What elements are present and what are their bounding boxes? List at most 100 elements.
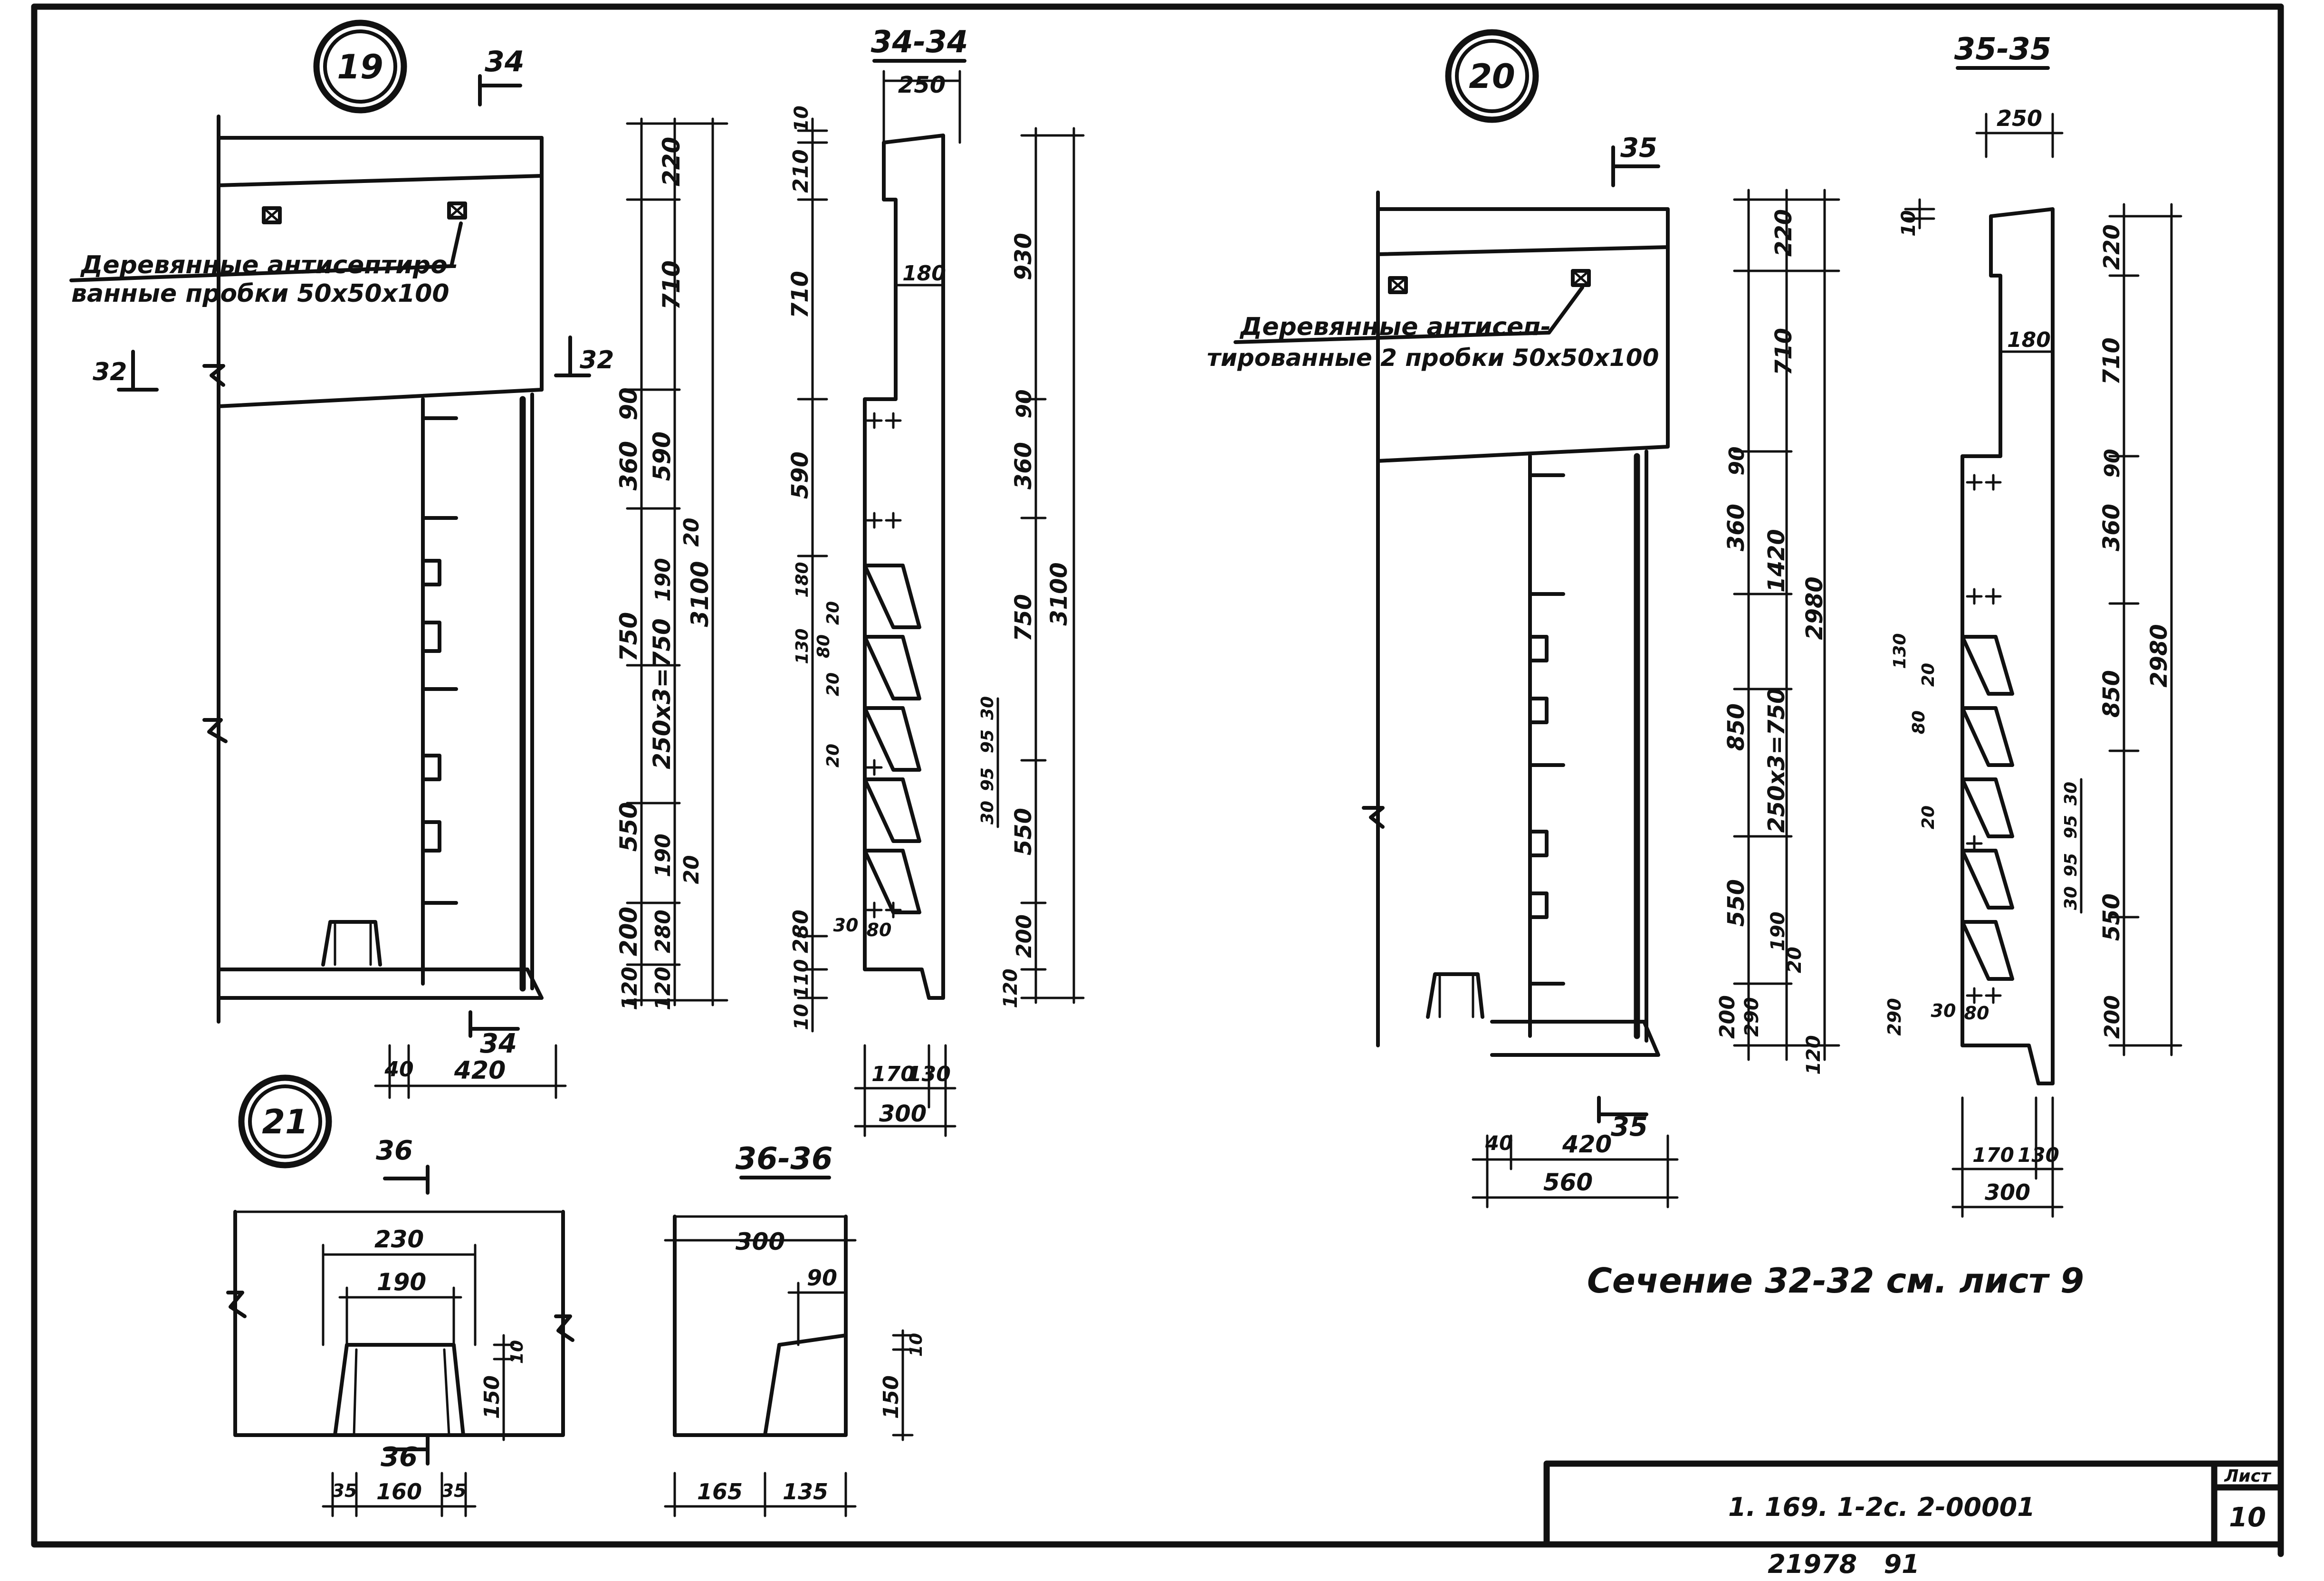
- detail-19-note-line1: Деревянные антисептиро-: [80, 251, 458, 279]
- sheet-frame: [31, 3, 2284, 1557]
- detail-21: 21 36 230 190 150 10 36 35 160 35: [226, 1074, 574, 1517]
- d20-dim-360: 360: [1723, 504, 1750, 551]
- s3636-dim-135: 135: [783, 1479, 828, 1504]
- s3636-dim-165: 165: [697, 1479, 743, 1504]
- s3434-bottom-30: 30: [833, 915, 859, 936]
- s3434-right-930: 930: [1010, 233, 1037, 280]
- s3434-left-280: 280: [789, 910, 813, 953]
- s3434-left-210: 210: [789, 149, 813, 193]
- d19-bottom-420: 420: [454, 1056, 506, 1085]
- s3535-right-90: 90: [2100, 449, 2124, 478]
- s3636-dim-300: 300: [736, 1228, 785, 1255]
- section-35-35: 35-35 250 180 10 220 710 90 360 850 550 …: [1884, 32, 2182, 1218]
- d20-dim-20: 20: [1784, 947, 1806, 973]
- d19-dim-3100: 3100: [686, 561, 714, 627]
- s3434-left-590: 590: [787, 451, 813, 499]
- d20-dim-90: 90: [1725, 446, 1749, 475]
- s3434-right-90: 90: [1012, 389, 1036, 418]
- sheet-number: 10: [2229, 1502, 2266, 1533]
- s3434-left-10: 10: [791, 105, 813, 132]
- detail-20-note-line2: тированные 2 пробки 50x50x100: [1207, 344, 1659, 372]
- cut-34-top-label: 34: [485, 45, 525, 78]
- d20-dim-710: 710: [1770, 328, 1797, 375]
- d20-dim-120: 120: [1803, 1035, 1825, 1075]
- cut-32-left-label: 32: [93, 358, 127, 386]
- s3535-right-2980: 2980: [2146, 624, 2172, 688]
- s3434-bottom-300: 300: [879, 1101, 927, 1127]
- d19-dim-590: 590: [648, 431, 676, 481]
- s3434-right-750: 750: [1010, 594, 1037, 642]
- d20-dim-250x3: 250x3=750: [1763, 688, 1790, 833]
- s3535-side-95a: 95: [2061, 853, 2081, 877]
- s3535-right-360: 360: [2098, 504, 2125, 551]
- s3434-side-95b: 95: [978, 729, 997, 753]
- s3535-side-95b: 95: [2061, 815, 2081, 839]
- d20-dim-200: 200: [1715, 995, 1740, 1039]
- d20-bottom-420: 420: [1562, 1131, 1612, 1158]
- s3535-right-220: 220: [2099, 224, 2124, 270]
- d19-dim-550: 550: [615, 802, 642, 852]
- d20-dim-850: 850: [1723, 703, 1750, 751]
- s3434-right-120: 120: [1000, 968, 1022, 1008]
- s3434-mid-width: 180: [902, 261, 946, 286]
- title-block: 1. 169. 1-2с. 2-00001 Лист 10 21978 91: [1543, 1460, 2284, 1579]
- s3535-bottom-80: 80: [1964, 1003, 1989, 1024]
- d19-dim-120b: 120: [651, 967, 675, 1010]
- s3434-side-30a: 30: [978, 801, 997, 824]
- d20-dim-290: 290: [1741, 997, 1763, 1037]
- s3636-dim-90: 90: [807, 1265, 837, 1291]
- d19-dim-220: 220: [658, 137, 685, 186]
- s3636-dim-150: 150: [879, 1375, 903, 1419]
- s3434-right-200: 200: [1012, 914, 1036, 958]
- section-reference-note: Сечение 32-32 см. лист 9: [1587, 1261, 2084, 1301]
- d19-dim-280: 280: [651, 910, 675, 953]
- d21-dim-150: 150: [480, 1375, 504, 1419]
- d20-dim-220: 220: [1770, 209, 1797, 257]
- d19-dim-710: 710: [658, 260, 685, 310]
- d20-bottom-40: 40: [1485, 1131, 1513, 1155]
- d21-dim-35b: 35: [441, 1480, 467, 1501]
- cut-36-top-label: 36: [376, 1135, 413, 1166]
- cut-32-right-label: 32: [580, 346, 614, 374]
- s3535-rib-20b: 20: [1919, 805, 1938, 829]
- s3535-top-width: 250: [1997, 105, 2042, 131]
- d19-dim-190-top: 190: [651, 558, 675, 602]
- s3535-right-710: 710: [2098, 337, 2125, 385]
- d19-dim-750: 750: [615, 612, 642, 661]
- s3434-right-360: 360: [1010, 442, 1037, 489]
- s3535-right-850: 850: [2098, 670, 2125, 718]
- d20-dim-190: 190: [1767, 911, 1789, 951]
- s3434-left-710: 710: [787, 271, 813, 318]
- cut-35-top-label: 35: [1620, 133, 1657, 163]
- s3434-top-width: 250: [898, 72, 946, 98]
- s3535-bottom-30: 30: [1931, 1000, 1956, 1021]
- d20-dim-1420: 1420: [1763, 529, 1790, 593]
- s3535-bottom-170: 170: [1972, 1143, 2014, 1167]
- section-34-34: 34-34 250 180 10 210 710 590 280 110 10 …: [787, 25, 1085, 1137]
- detail-21-number: 21: [262, 1102, 308, 1141]
- d19-dim-190-bottom: 190: [651, 834, 675, 877]
- s3434-rib-20b: 20: [823, 672, 843, 696]
- s3535-rib-80: 80: [1909, 710, 1929, 734]
- d21-dim-190: 190: [377, 1268, 426, 1296]
- section-34-34-title: 34-34: [871, 25, 968, 60]
- s3434-rib-20c: 20: [823, 744, 843, 767]
- s3434-rib-180: 180: [793, 562, 812, 597]
- s3434-side-30b: 30: [978, 696, 997, 720]
- s3535-top-10: 10: [1898, 210, 1920, 237]
- s3535-side-30a: 30: [2061, 886, 2081, 910]
- d21-dim-35a: 35: [332, 1480, 357, 1501]
- s3535-rib-20a: 20: [1919, 663, 1938, 687]
- s3636-dim-10: 10: [907, 1333, 926, 1357]
- d19-dim-20-top: 20: [679, 517, 704, 546]
- s3434-bottom-80: 80: [867, 920, 892, 940]
- d21-dim-10: 10: [507, 1340, 527, 1364]
- sheet-label: Лист: [2224, 1466, 2271, 1486]
- s3434-bottom-130: 130: [907, 1062, 951, 1086]
- cut-34-bottom-label: 34: [480, 1028, 517, 1059]
- s3434-right-3100: 3100: [1046, 562, 1072, 626]
- s3434-rib-130: 130: [793, 628, 812, 664]
- s3535-mid-width: 180: [2007, 328, 2051, 352]
- detail-20-number: 20: [1469, 57, 1515, 96]
